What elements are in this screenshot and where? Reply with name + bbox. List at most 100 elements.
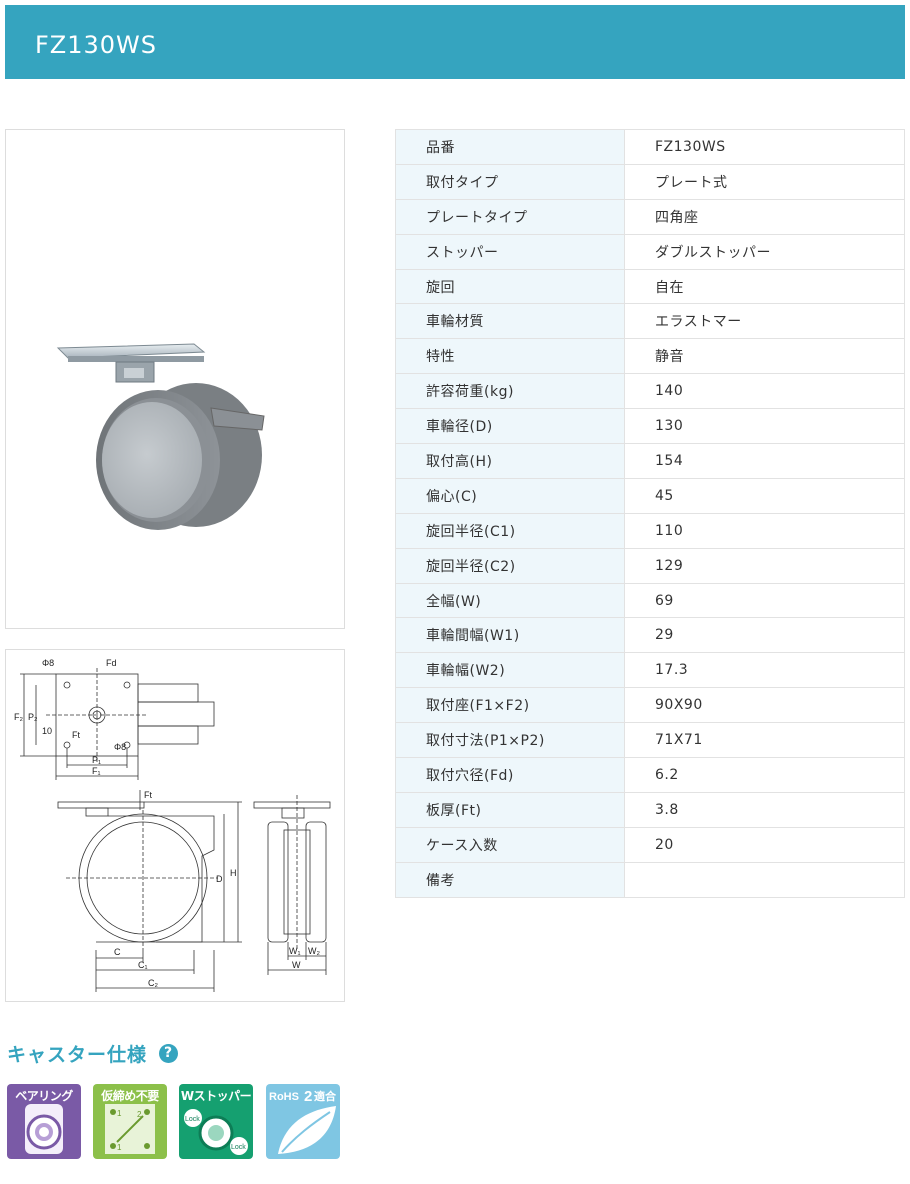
- dim-c1: C₁: [138, 960, 148, 970]
- dim-p1: P₁: [92, 755, 101, 765]
- dim-c2: C₂: [148, 978, 158, 988]
- badge-no-temp-label: 仮締め不要: [101, 1089, 159, 1103]
- product-photo: [5, 129, 345, 629]
- spec-value: 45: [624, 477, 905, 514]
- spec-label: プレートタイプ: [395, 198, 625, 235]
- dimension-svg: Φ8 Fd Φ8 F₂ P₂ 10 Ft P₁ F₁ Ft D H C C₁ C…: [14, 658, 331, 992]
- spec-value: 6.2: [624, 757, 905, 793]
- spec-value: 四角座: [624, 198, 905, 235]
- spec-value: FZ130WS: [624, 129, 905, 165]
- spec-row: 許容荷重(kg)140: [395, 373, 905, 410]
- dim-w: W: [292, 960, 301, 970]
- spec-label: 車輪径(D): [395, 408, 625, 445]
- spec-label: 取付座(F1×F2): [395, 687, 625, 724]
- mark-one-top: 1: [117, 1109, 122, 1118]
- spec-label: 車輪材質: [395, 303, 625, 340]
- spec-label: 旋回半径(C2): [395, 547, 625, 584]
- dim-d: D: [216, 874, 223, 884]
- dim-ten: 10: [42, 726, 52, 736]
- spec-row: 全幅(W)69: [395, 582, 905, 619]
- spec-value: プレート式: [624, 163, 905, 200]
- spec-label: 取付タイプ: [395, 163, 625, 200]
- spec-value: 140: [624, 373, 905, 410]
- spec-value: 17.3: [624, 652, 905, 689]
- spec-value: 90X90: [624, 687, 905, 724]
- dim-p2: P₂: [28, 712, 38, 722]
- spec-row: 備考: [395, 861, 905, 898]
- spec-label: 特性: [395, 338, 625, 375]
- caster-spec-title: キャスター仕様: [7, 1044, 148, 1066]
- spec-row: 取付タイププレート式: [395, 163, 905, 200]
- badge-rohs2: RoHS 2 適合: [266, 1084, 340, 1159]
- spec-label: 取付高(H): [395, 443, 625, 479]
- plate-bolt-icon: 1 2 1: [105, 1104, 155, 1154]
- rohs-text: RoHS: [269, 1091, 299, 1103]
- spec-value: 110: [624, 512, 905, 549]
- caster-spec-heading: キャスター仕様 ?: [7, 1040, 179, 1067]
- dim-w1: W₁: [289, 946, 301, 956]
- rohs-num: 2: [304, 1088, 312, 1105]
- spec-label: 許容荷重(kg): [395, 373, 625, 410]
- lock-text-b: Lock: [231, 1144, 246, 1151]
- spec-row: 車輪間幅(W1)29: [395, 617, 905, 654]
- dim-f2: F₂: [14, 712, 23, 722]
- spec-label: 旋回半径(C1): [395, 512, 625, 549]
- spec-label: 備考: [395, 861, 625, 898]
- product-title-bar: FZ130WS: [5, 5, 905, 79]
- spec-row: 旋回半径(C1)110: [395, 512, 905, 549]
- spec-value: 20: [624, 826, 905, 863]
- dimension-drawing: Φ8 Fd Φ8 F₂ P₂ 10 Ft P₁ F₁ Ft D H C C₁ C…: [5, 649, 345, 1002]
- spec-label: 偏心(C): [395, 477, 625, 514]
- spec-label: 旋回: [395, 268, 625, 305]
- badge-w-stopper: Wストッパー Lock Lock: [179, 1084, 253, 1159]
- spec-label: 車輪間幅(W1): [395, 617, 625, 654]
- spec-label: 品番: [395, 129, 625, 165]
- spec-value: 71X71: [624, 722, 905, 759]
- spec-label: ケース入数: [395, 826, 625, 863]
- spec-value: 29: [624, 617, 905, 654]
- spec-row: 取付高(H)154: [395, 443, 905, 479]
- spec-value: 3.8: [624, 791, 905, 828]
- leaf-icon: RoHS 2 適合: [269, 1088, 337, 1154]
- spec-row: 車輪径(D)130: [395, 408, 905, 445]
- spec-value: 129: [624, 547, 905, 584]
- badge-w-stopper-label: Wストッパー: [180, 1089, 252, 1103]
- dim-fd: Fd: [106, 658, 117, 668]
- spec-value: 154: [624, 443, 905, 479]
- spec-label: 車輪幅(W2): [395, 652, 625, 689]
- spec-row: ストッパーダブルストッパー: [395, 233, 905, 270]
- spec-row: 旋回半径(C2)129: [395, 547, 905, 584]
- dim-h: H: [230, 868, 237, 878]
- spec-value: 自在: [624, 268, 905, 305]
- mark-two: 2: [137, 1110, 142, 1119]
- lock-text-a: Lock: [185, 1116, 200, 1123]
- spec-value: エラストマー: [624, 303, 905, 340]
- spec-row: 取付寸法(P1×P2)71X71: [395, 722, 905, 759]
- lock-wheel-icon: Lock Lock: [184, 1109, 248, 1155]
- dim-f1: F₁: [92, 766, 101, 776]
- dim-ft: Ft: [144, 790, 152, 800]
- spec-row: 板厚(Ft)3.8: [395, 791, 905, 828]
- spec-row: 特性静音: [395, 338, 905, 375]
- help-icon[interactable]: ?: [159, 1044, 179, 1063]
- spec-value: 静音: [624, 338, 905, 375]
- spec-row: 車輪幅(W2)17.3: [395, 652, 905, 689]
- dim-phi-top: Φ8: [42, 658, 54, 668]
- spec-row: プレートタイプ四角座: [395, 198, 905, 235]
- spec-row: 車輪材質エラストマー: [395, 303, 905, 340]
- spec-value: [624, 861, 905, 898]
- spec-value: 69: [624, 582, 905, 619]
- spec-row: 取付穴径(Fd)6.2: [395, 757, 905, 793]
- rohs-tail: 適合: [314, 1089, 337, 1103]
- spec-row: 旋回自在: [395, 268, 905, 305]
- dim-ft-small: Ft: [72, 730, 80, 740]
- spec-value: 130: [624, 408, 905, 445]
- bearing-icon: [25, 1104, 63, 1154]
- dim-w2: W₂: [308, 946, 320, 956]
- spec-label: ストッパー: [395, 233, 625, 270]
- mark-one-bottom: 1: [117, 1143, 122, 1152]
- product-title: FZ130WS: [35, 31, 158, 59]
